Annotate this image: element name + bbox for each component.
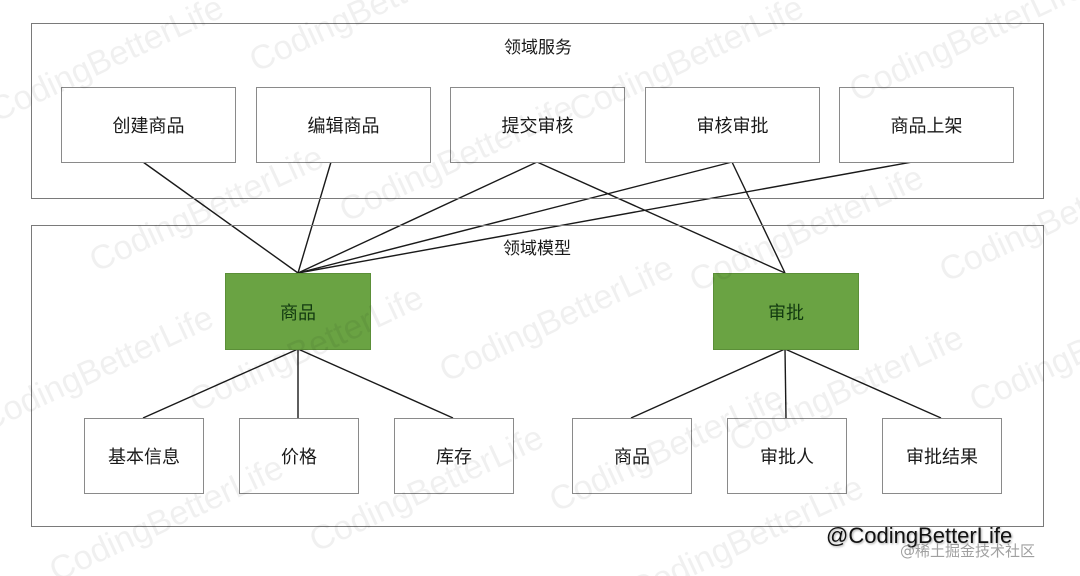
service-review-approve: 审核审批 <box>645 87 820 163</box>
entity-approval: 审批 <box>713 273 859 350</box>
edge-approval-result <box>784 348 942 419</box>
edge-approval-approver <box>784 348 787 419</box>
attr-stock: 库存 <box>394 418 514 494</box>
service-submit-review: 提交审核 <box>450 87 625 163</box>
attr-approval-result: 审批结果 <box>882 418 1002 494</box>
service-publish-product: 商品上架 <box>839 87 1014 163</box>
entity-label: 审批 <box>768 302 804 324</box>
edge-product-stock <box>297 348 454 419</box>
edge-create-product <box>142 161 299 274</box>
service-label: 商品上架 <box>890 116 963 137</box>
service-create-product: 创建商品 <box>61 87 236 163</box>
entity-product: 商品 <box>225 273 371 350</box>
edge-review-product <box>297 161 733 274</box>
edge-approval-goods <box>630 348 786 419</box>
attr-goods: 商品 <box>572 418 692 494</box>
edge-submit-product <box>297 161 538 274</box>
attr-basic-info: 基本信息 <box>84 418 204 494</box>
service-label: 审核审批 <box>696 116 769 137</box>
attr-label: 商品 <box>614 447 650 468</box>
credit-source: @稀土掘金技术社区 <box>900 542 1036 560</box>
domain-services-title: 领域服务 <box>504 38 572 58</box>
edge-product-basic <box>142 348 299 419</box>
service-label: 创建商品 <box>112 116 185 137</box>
attr-label: 审批结果 <box>906 447 978 468</box>
attr-approver: 审批人 <box>727 418 847 494</box>
attr-label: 价格 <box>281 447 317 468</box>
domain-model-container <box>31 225 1044 527</box>
domain-services-container <box>31 23 1044 199</box>
attr-price: 价格 <box>239 418 359 494</box>
service-label: 编辑商品 <box>307 116 380 137</box>
edge-publish-product <box>297 161 913 274</box>
service-label: 提交审核 <box>501 116 574 137</box>
service-edit-product: 编辑商品 <box>256 87 431 163</box>
edge-review-approval <box>731 161 786 274</box>
credit-handle: @CodingBetterLife <box>826 523 1013 548</box>
domain-model-title: 领域模型 <box>503 239 571 259</box>
edge-edit-product <box>297 161 332 274</box>
edge-submit-approval <box>536 161 786 274</box>
attr-label: 审批人 <box>760 447 814 468</box>
attr-label: 库存 <box>436 447 472 468</box>
entity-label: 商品 <box>280 302 316 324</box>
attr-label: 基本信息 <box>108 447 180 468</box>
